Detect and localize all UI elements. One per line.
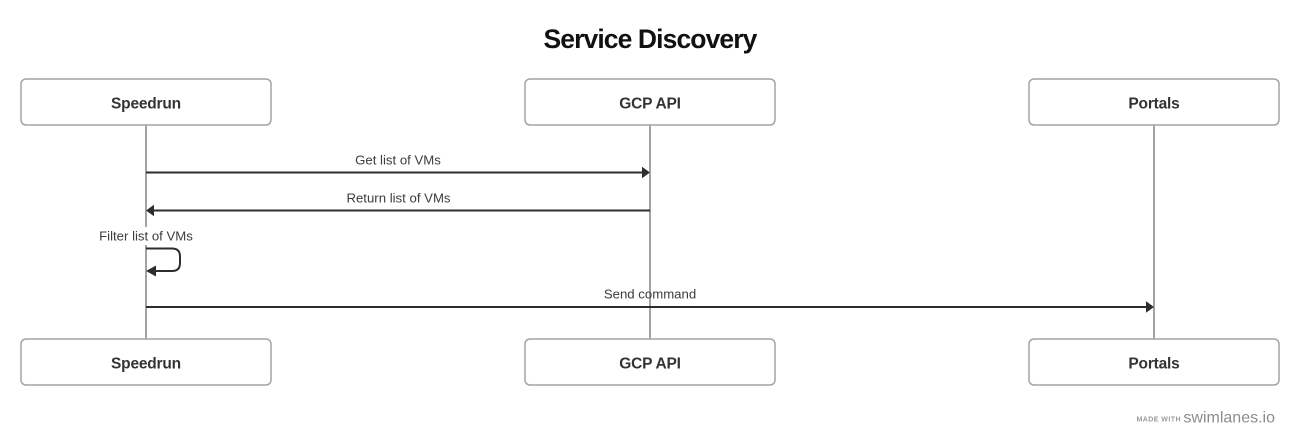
svg-text:Speedrun: Speedrun [111,96,181,113]
svg-text:Service Discovery: Service Discovery [543,24,757,54]
svg-text:Speedrun: Speedrun [111,356,181,373]
svg-text:Get list of VMs: Get list of VMs [355,153,441,168]
svg-text:Filter list of VMs: Filter list of VMs [99,228,193,243]
svg-text:Return list of VMs: Return list of VMs [346,191,450,206]
svg-text:swimlanes.io: swimlanes.io [1183,410,1275,427]
svg-text:GCP API: GCP API [619,96,680,113]
svg-text:Send command: Send command [604,287,696,302]
svg-text:MADE WITH: MADE WITH [1137,417,1182,424]
svg-text:Portals: Portals [1128,96,1179,113]
svg-text:GCP API: GCP API [619,356,680,373]
svg-text:Portals: Portals [1128,356,1179,373]
